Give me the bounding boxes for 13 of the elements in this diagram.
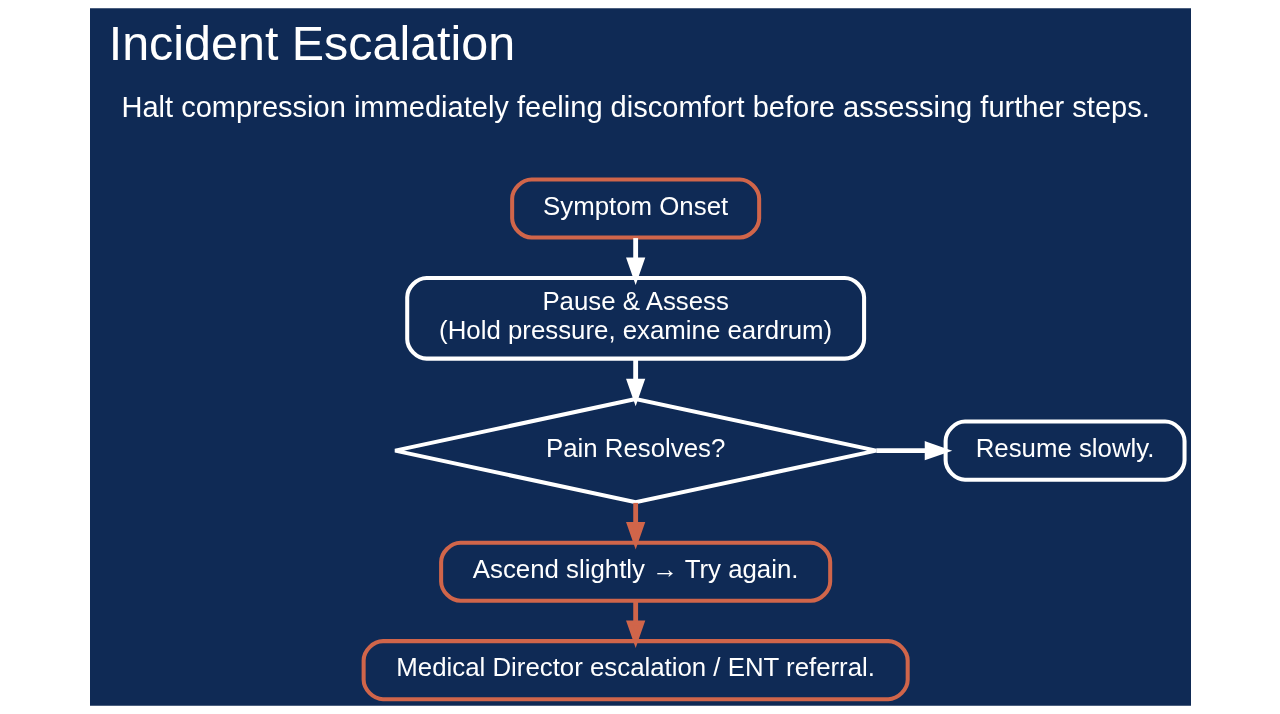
arrow [625, 358, 645, 407]
node-box: Pause & Assess (Hold pressure, examine eardrum) [404, 275, 866, 361]
node-box: Ascend slightly → Try again. [438, 540, 832, 603]
diagram-title: Incident Escalation [108, 15, 515, 70]
arrow [625, 600, 645, 649]
arrow [625, 502, 645, 550]
node-box: Resume slowly. [943, 419, 1187, 482]
node-box: Symptom Onset [509, 177, 761, 240]
node-box: Medical Director escalation / ENT referral. [361, 639, 910, 702]
arrow [875, 441, 952, 461]
label: Halt compression immediately feeling discomfort before assessing further steps. [120, 91, 1150, 124]
arrow [625, 238, 645, 285]
node-diamond: Pain Resolves? [392, 396, 878, 505]
